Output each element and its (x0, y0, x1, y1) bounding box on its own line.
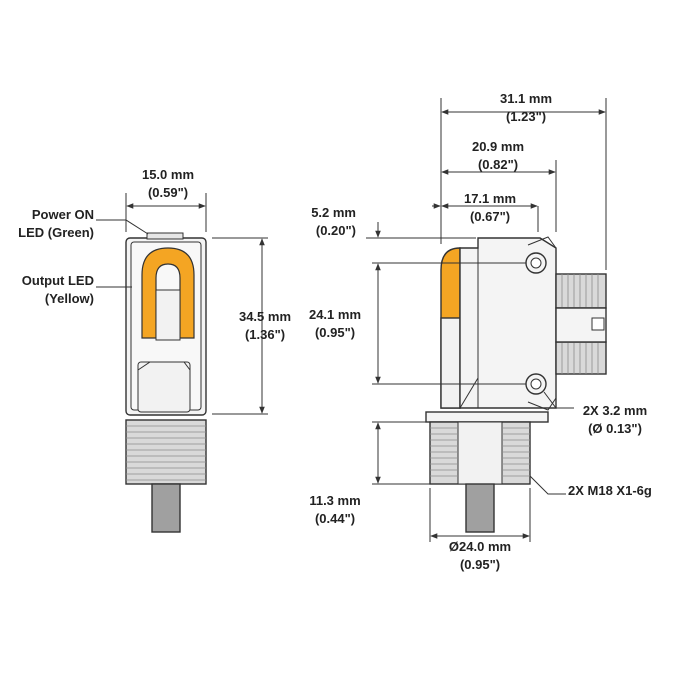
dim-hole-dia-mm: 2X 3.2 mm (582, 403, 648, 418)
front-thread (125, 419, 207, 485)
side-connector-lower (555, 341, 607, 375)
dim-thread-dia-in: (0.95") (459, 557, 501, 572)
dim-side-lens-in: (0.20") (315, 223, 356, 238)
front-shoulder (137, 361, 191, 371)
dim-stem: 11.3 mm (0.44") (300, 492, 370, 528)
power-led (146, 232, 184, 240)
front-dims (96, 193, 268, 415)
dim-side-lens-mm: 5.2 mm (311, 205, 356, 220)
front-thread-lines (126, 425, 206, 481)
dim-side-holes-in: (0.95") (314, 325, 356, 340)
dim-side-overall: 31.1 mm (1.23") (488, 90, 564, 126)
side-connector-upper (555, 273, 607, 309)
dim-front-width: 15.0 mm (0.59") (130, 166, 206, 202)
dim-side-mount: 17.1 mm (0.67") (452, 190, 528, 226)
dim-front-height-in: (1.36") (244, 327, 286, 342)
side-view (425, 236, 607, 533)
dim-thread-mm: 2X M18 X1-6g (568, 483, 652, 498)
dim-side-body-in: (0.82") (477, 157, 519, 172)
output-led-label: Output LED (Yellow) (0, 272, 94, 308)
side-dims (366, 98, 607, 542)
dim-front-height: 34.5 mm (1.36") (230, 308, 300, 344)
dim-side-holes: 24.1 mm (0.95") (300, 306, 370, 342)
side-flange (425, 411, 549, 423)
side-thread-core (457, 421, 503, 485)
dim-front-width-mm: 15.0 mm (141, 167, 195, 182)
dim-side-body: 20.9 mm (0.82") (460, 138, 536, 174)
mount-hole-bottom-inner (530, 378, 542, 390)
dim-hole-dia: 2X 3.2 mm (Ø 0.13") (570, 402, 660, 438)
dim-stem-in: (0.44") (314, 511, 356, 526)
front-pin (151, 483, 181, 533)
output-led-label-1: Output LED (21, 273, 94, 288)
output-led-label-2: (Yellow) (44, 291, 94, 306)
dim-front-height-mm: 34.5 mm (238, 309, 292, 324)
dim-side-holes-mm: 24.1 mm (308, 307, 362, 322)
dim-thread-dia-mm: Ø24.0 mm (448, 539, 512, 554)
side-pin (465, 483, 495, 533)
dim-thread-dia: Ø24.0 mm (0.95") (440, 538, 520, 574)
mount-hole-top-inner (530, 257, 542, 269)
dim-stem-mm: 11.3 mm (309, 493, 361, 508)
front-lower-block (137, 361, 191, 413)
dim-side-mount-in: (0.67") (469, 209, 511, 224)
side-connector-slot (591, 317, 605, 331)
dim-hole-dia-in: (Ø 0.13") (588, 421, 642, 436)
front-window (155, 289, 181, 341)
side-lens-lower (440, 317, 461, 409)
dim-side-overall-in: (1.23") (505, 109, 547, 124)
dim-side-body-mm: 20.9 mm (471, 139, 525, 154)
dim-side-overall-mm: 31.1 mm (499, 91, 553, 106)
power-led-label-1: Power ON (31, 207, 94, 222)
front-view (125, 232, 207, 533)
power-led-label: Power ON LED (Green) (0, 206, 94, 242)
dim-side-mount-mm: 17.1 mm (463, 191, 517, 206)
dim-front-width-in: (0.59") (147, 185, 189, 200)
dim-thread: 2X M18 X1-6g (568, 482, 668, 500)
dim-side-lens: 5.2 mm (0.20") (296, 204, 356, 240)
power-led-label-2: LED (Green) (18, 225, 94, 240)
